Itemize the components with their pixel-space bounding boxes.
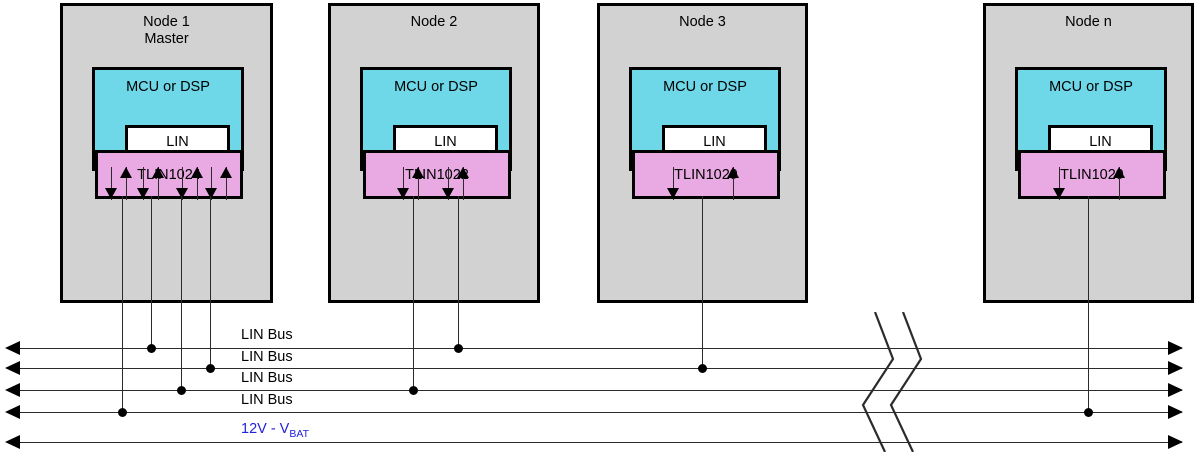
signal-line-node-n-tx-1: [1059, 167, 1060, 200]
bus-junction-dot-node-1-bus-3: [176, 385, 186, 395]
signal-line-node-2-tx-1: [403, 167, 404, 200]
node-title-node-3: Node 3: [679, 14, 726, 30]
arrowhead-down-node-3-1: [667, 188, 679, 199]
bus-drop-node-1-1: [122, 196, 123, 412]
arrowhead-up-node-1-2: [152, 167, 164, 178]
bus-junction-dot-node-2-bus-1: [453, 343, 463, 353]
arrowhead-up-node-2-2: [457, 167, 469, 178]
signal-line-node-1-tx-3: [182, 167, 183, 200]
bus-arrow-left-bus-2: [5, 361, 20, 375]
bus-arrow-right-bus-2: [1168, 361, 1183, 375]
bus-label-bus-power: 12V - VBAT: [241, 421, 309, 440]
bus-junction-dot-node-1-bus-1: [146, 343, 156, 353]
bus-drop-node-1-3: [181, 196, 182, 390]
signal-line-node-1-rx-4: [226, 167, 227, 200]
node-title-node-n: Node n: [1065, 14, 1112, 30]
signal-line-node-1-tx-2: [143, 167, 144, 200]
vbat-prefix-text: 12V - V: [241, 421, 290, 437]
bus-line-bus-power: [18, 442, 1182, 443]
bus-label-bus-2: LIN Bus: [241, 349, 293, 365]
arrowhead-down-node-1-1: [105, 188, 117, 199]
node-card-node-2: Node 2 MCU or DSP LIN Controller TLIN102…: [328, 3, 540, 303]
arrowhead-down-node-1-3: [176, 188, 188, 199]
bus-junction-dot-node-1-bus-4: [117, 407, 127, 417]
bus-line-bus-2: [18, 368, 1182, 369]
bus-arrow-left-bus-3: [5, 383, 20, 397]
bus-junction-dot-node-n-bus-4: [1083, 407, 1093, 417]
node-title-node-2: Node 2: [410, 14, 458, 30]
bus-junction-dot-node-2-bus-3: [408, 385, 418, 395]
mcu-label-node-n: MCU or DSP: [1049, 79, 1133, 95]
transceiver-label-node-n: TLIN1029: [1060, 166, 1124, 183]
bus-line-bus-4: [18, 412, 1182, 413]
bus-label-bus-3: LIN Bus: [241, 370, 293, 386]
bus-drop-node-n-1: [1088, 196, 1089, 412]
bus-arrow-left-bus-1: [5, 341, 20, 355]
bus-junction-dot-node-3-bus-2: [697, 363, 707, 373]
arrowhead-up-node-1-4: [220, 167, 232, 178]
bus-label-bus-1: LIN Bus: [241, 327, 293, 343]
transceiver-block-node-3: TLIN1029: [632, 150, 780, 199]
transceiver-label-node-3: TLIN1029: [674, 166, 738, 183]
node-card-node-n: Node n MCU or DSP LIN Controller TLIN102…: [983, 3, 1194, 303]
bus-arrow-right-bus-4: [1168, 405, 1183, 419]
bus-junction-dot-node-1-bus-2: [205, 363, 215, 373]
arrowhead-up-node-2-1: [412, 167, 424, 178]
signal-line-node-3-rx-1: [733, 167, 734, 200]
arrowhead-up-node-3-1: [727, 167, 739, 178]
arrowhead-down-node-n-1: [1053, 188, 1065, 199]
mcu-label-node-1: MCU or DSP: [126, 79, 210, 95]
arrowhead-down-node-2-1: [397, 188, 409, 199]
transceiver-block-node-2: TLIN1022: [363, 150, 511, 199]
signal-line-node-1-rx-2: [158, 167, 159, 200]
bus-drop-node-2-2: [458, 196, 459, 348]
signal-line-node-1-rx-1: [126, 167, 127, 200]
signal-line-node-3-tx-1: [673, 167, 674, 200]
node-card-node-1: Node 1 Master MCU or DSP LIN Controller …: [60, 3, 273, 303]
bus-arrow-left-bus-power: [5, 435, 20, 449]
bus-drop-node-3-1: [702, 196, 703, 368]
signal-line-node-1-tx-1: [111, 167, 112, 200]
signal-line-node-2-rx-1: [418, 167, 419, 200]
arrowhead-up-node-n-1: [1113, 167, 1125, 178]
arrowhead-down-node-2-2: [442, 188, 454, 199]
bus-drop-node-1-4: [210, 196, 211, 368]
transceiver-block-node-n: TLIN1029: [1018, 150, 1166, 199]
signal-line-node-1-rx-3: [197, 167, 198, 200]
mcu-label-node-2: MCU or DSP: [394, 79, 478, 95]
signal-line-node-n-rx-1: [1119, 167, 1120, 200]
bus-line-bus-1: [18, 348, 1182, 349]
bus-break-zigzag-icon: [861, 312, 923, 452]
bus-drop-node-1-2: [151, 196, 152, 348]
signal-line-node-2-rx-2: [463, 167, 464, 200]
arrowhead-down-node-1-2: [137, 188, 149, 199]
vbat-subscript-text: BAT: [289, 427, 310, 440]
signal-line-node-2-tx-2: [448, 167, 449, 200]
node-title-node-1: Node 1 Master: [143, 14, 190, 47]
bus-arrow-left-bus-4: [5, 405, 20, 419]
bus-drop-node-2-1: [413, 196, 414, 390]
bus-arrow-right-bus-3: [1168, 383, 1183, 397]
arrowhead-up-node-1-3: [191, 167, 203, 178]
arrowhead-up-node-1-1: [120, 167, 132, 178]
bus-arrow-right-bus-power: [1168, 435, 1183, 449]
mcu-label-node-3: MCU or DSP: [663, 79, 747, 95]
bus-arrow-right-bus-1: [1168, 341, 1183, 355]
bus-label-bus-4: LIN Bus: [241, 392, 293, 408]
bus-line-bus-3: [18, 390, 1182, 391]
signal-line-node-1-tx-4: [211, 167, 212, 200]
transceiver-block-node-1: TLIN1024: [95, 150, 243, 199]
arrowhead-down-node-1-4: [205, 188, 217, 199]
